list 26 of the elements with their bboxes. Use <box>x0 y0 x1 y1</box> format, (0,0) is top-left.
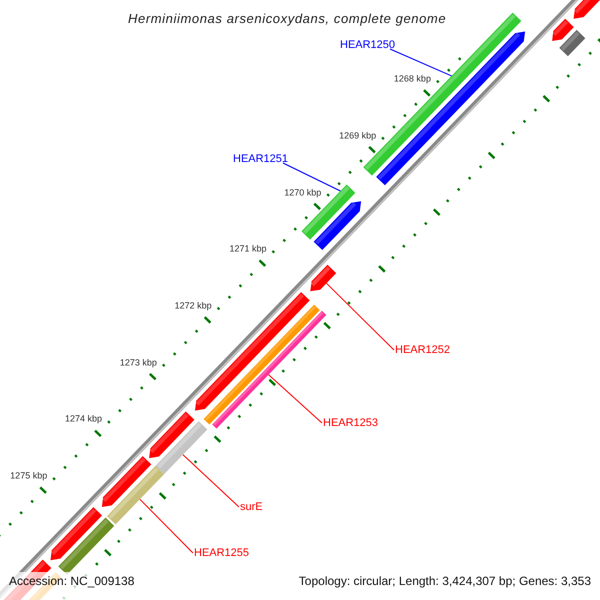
gene-label: HEAR1250 <box>340 38 396 52</box>
title: Herminiimonas arsenicoxydans, complete genome <box>128 10 446 28</box>
tick-label: 1273 kbp <box>120 356 157 370</box>
leader-line <box>139 498 194 554</box>
tick-label: 1270 kbp <box>284 186 322 200</box>
gene-label: HEAR1252 <box>395 343 450 357</box>
gene-block <box>107 466 164 524</box>
accession-text: Accession: NC_009138 <box>9 573 134 590</box>
leader-line <box>268 374 322 424</box>
gene-label: HEAR1251 <box>233 152 288 166</box>
genome-info-text: Topology: circular; Length: 3,424,307 bp; Genes: 3,353 <box>298 573 591 590</box>
gene-block <box>156 421 208 474</box>
leader-line <box>390 48 452 76</box>
tick-label: 1269 kbp <box>339 129 376 142</box>
leader-line <box>182 454 240 508</box>
gene-label: HEAR1255 <box>194 546 250 560</box>
gene-label: HEAR1253 <box>323 416 378 430</box>
gene-label: surE <box>240 500 263 514</box>
leader-line <box>282 162 341 192</box>
tick-label: 1271 kbp <box>229 242 266 256</box>
tick-label: 1272 kbp <box>174 299 212 312</box>
tick-label: 1274 kbp <box>65 412 102 426</box>
tick-label: 1268 kbp <box>394 72 431 86</box>
tick-label: 1275 kbp <box>10 469 48 482</box>
leader-line <box>326 282 394 350</box>
gene-block <box>310 264 336 292</box>
